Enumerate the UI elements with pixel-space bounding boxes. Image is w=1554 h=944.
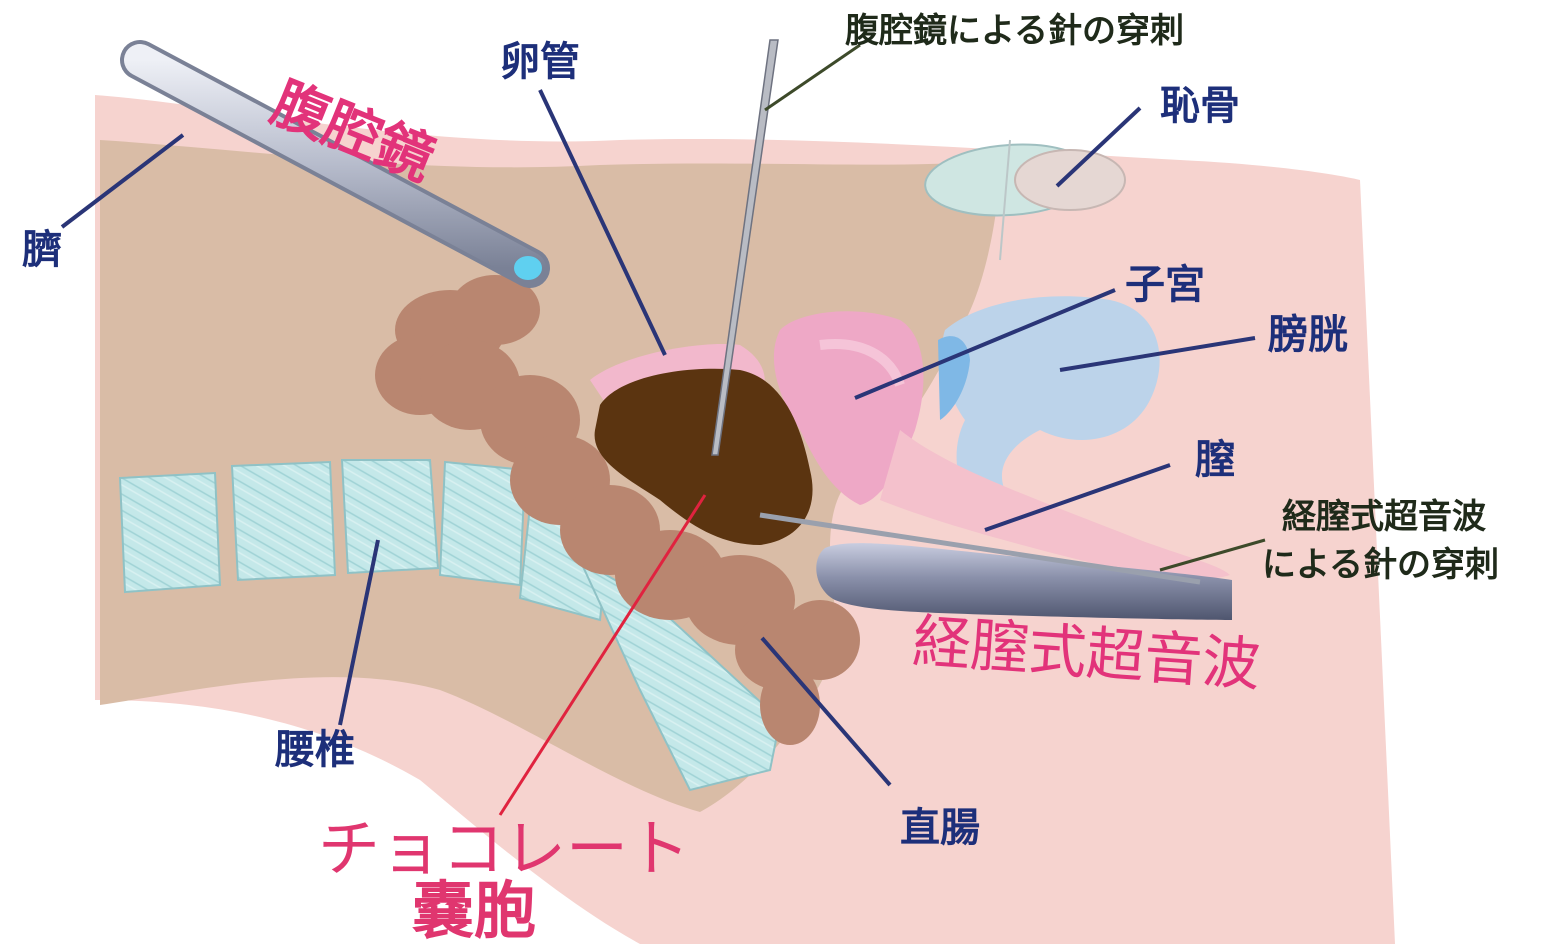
label-pubic-bone: 恥骨 [1160,86,1240,126]
label-chocolate-cyst-1: チョコレート [318,818,690,880]
label-rectum: 直腸 [900,808,980,848]
label-transvaginal-needle-2: による針の穿刺 [1262,548,1499,582]
label-chocolate-cyst-2: 嚢胞 [412,880,536,942]
label-vagina: 膣 [1195,440,1235,480]
label-uterus: 子宮 [1125,265,1205,305]
label-bladder: 膀胱 [1268,315,1348,355]
label-transvaginal-needle-1: 経膣式超音波 [1282,500,1486,534]
label-fallopian-tube: 卵管 [500,42,580,82]
label-navel: 臍 [22,230,62,270]
label-laparoscopic-needle: 腹腔鏡による針の穿刺 [845,14,1184,48]
label-lumbar-spine: 腰椎 [275,730,355,770]
